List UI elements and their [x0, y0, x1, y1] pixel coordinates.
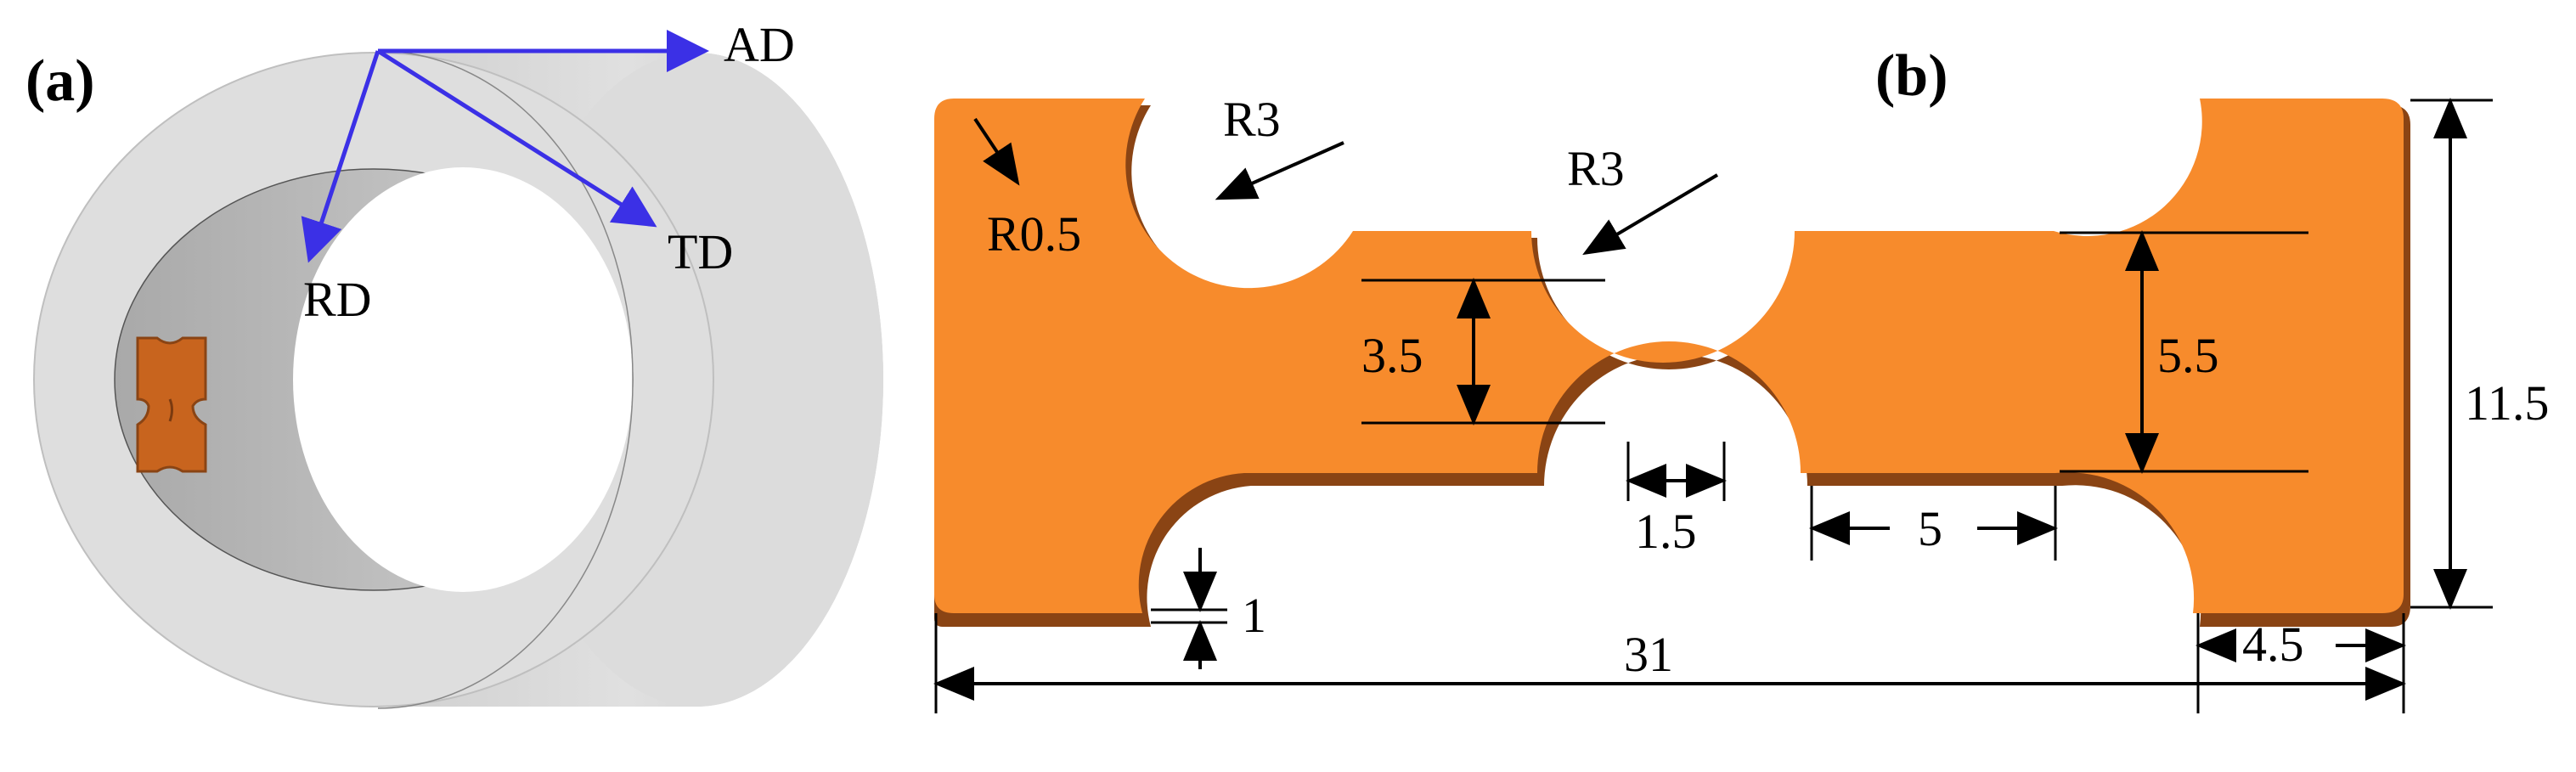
r3-top-label: R3: [1223, 92, 1281, 147]
panel-b: (b) R0.5 R3 R3 3.5 5.5 11.5: [933, 43, 2549, 713]
r3-center-leader: [1582, 173, 1719, 256]
panel-a-label: (a): [25, 48, 95, 114]
ad-label: AD: [724, 17, 795, 72]
height-label: 11.5: [2465, 375, 2549, 431]
notch-width-label: 1.5: [1635, 504, 1697, 559]
td-label: TD: [668, 224, 733, 279]
panel-b-label: (b): [1875, 43, 1948, 109]
r3-top-leader: [1215, 141, 1344, 200]
panel-a: AD TD RD (a): [25, 17, 883, 709]
rd-label: RD: [303, 272, 372, 327]
shoulder-width-label: 5.5: [2157, 328, 2219, 383]
specimen-face: [934, 99, 2404, 613]
thickness-label: 1: [1242, 588, 1266, 643]
td-arrow: [376, 48, 657, 228]
rd-arrow: [301, 50, 380, 263]
tube-inner-wall-line: [377, 50, 634, 709]
grip-length-label: 4.5: [2242, 617, 2304, 672]
specimen-edge: [934, 105, 2410, 627]
specimen-sketch-notch-left: [168, 398, 173, 422]
r05-label: R0.5: [987, 206, 1081, 262]
r05-leader: [973, 117, 1020, 186]
gauge-width-label: 3.5: [1361, 328, 1423, 383]
tube-through-hole: [293, 167, 633, 592]
r3-center-label: R3: [1567, 141, 1625, 196]
parallel-length-label: 5: [1918, 501, 1942, 556]
total-length-label: 31: [1624, 627, 1673, 682]
